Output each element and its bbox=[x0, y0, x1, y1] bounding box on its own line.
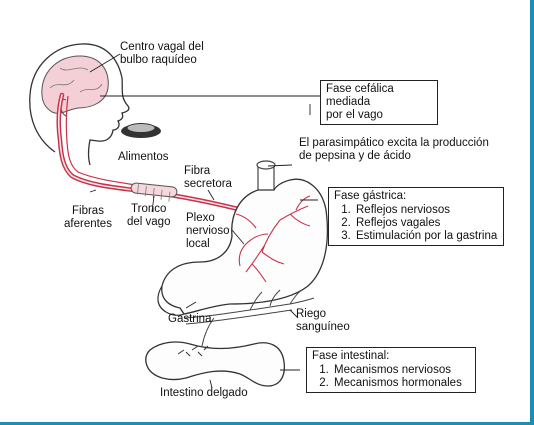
label-line: aferentes bbox=[64, 218, 112, 230]
esophagus bbox=[257, 166, 275, 190]
box-fase-intestinal: Fase intestinal: Mecanismos nerviosos Me… bbox=[306, 347, 476, 393]
gastrica-list: Reflejos nerviosos Reflejos vagales Esti… bbox=[334, 204, 498, 243]
box-parasimpatico: El parasimpático excita la producción de… bbox=[294, 135, 502, 165]
brain-folds bbox=[49, 67, 103, 93]
afferent-fiber bbox=[65, 95, 151, 188]
label-tronco-vago: Tronco del vago bbox=[127, 203, 170, 229]
label-centro-vagal: Centro vagal del bulbo raquídeo bbox=[120, 41, 204, 67]
label-fibras-aferentes: Fibras aferentes bbox=[64, 205, 112, 231]
label-line: Tronco bbox=[131, 203, 167, 215]
list-item: Reflejos nerviosos bbox=[354, 204, 498, 217]
box-line: Fase cefálica mediada bbox=[326, 83, 394, 108]
list-item: Reflejos vagales bbox=[354, 217, 498, 230]
intestinal-list: Mecanismos nerviosos Mecanismos hormonal… bbox=[312, 364, 470, 390]
blood-vessels bbox=[183, 289, 315, 347]
label-alimentos: Alimentos bbox=[118, 151, 169, 163]
label-plexo: Plexo nervioso local bbox=[186, 212, 229, 251]
stomach bbox=[161, 178, 329, 315]
label-line: Centro vagal del bbox=[120, 41, 204, 53]
list-item: Estimulación por la gastrina bbox=[354, 230, 498, 243]
box-title: Fase intestinal: bbox=[312, 350, 390, 362]
label-line: secretora bbox=[184, 178, 232, 190]
box-fase-gastrica: Fase gástrica: Reflejos nerviosos Reflej… bbox=[328, 187, 504, 246]
list-item: Mecanismos hormonales bbox=[332, 377, 470, 390]
label-line: bulbo raquídeo bbox=[120, 54, 197, 66]
label-intestino: Intestino delgado bbox=[160, 387, 248, 399]
box-line: El parasimpático excita la producción bbox=[299, 137, 489, 149]
list-item: Mecanismos nerviosos bbox=[332, 364, 470, 377]
label-line: del vago bbox=[127, 216, 171, 228]
label-line: Riego bbox=[296, 308, 327, 320]
label-line: Fibras bbox=[72, 205, 104, 217]
label-line: Plexo bbox=[186, 212, 215, 224]
label-line: Fibra bbox=[184, 165, 211, 177]
leader-lines bbox=[89, 53, 320, 389]
small-intestine bbox=[145, 341, 286, 387]
box-line: por el vago bbox=[326, 109, 383, 121]
intestine-vessels bbox=[177, 345, 209, 357]
label-riego: Riego sanguíneo bbox=[296, 308, 350, 334]
brain-shape bbox=[41, 55, 109, 114]
label-line: sanguíneo bbox=[296, 321, 350, 333]
box-line: de pepsina y de ácido bbox=[299, 150, 411, 162]
label-gastrina: Gastrina bbox=[168, 313, 212, 325]
label-fibra-secretora: Fibra secretora bbox=[184, 165, 232, 191]
box-title: Fase gástrica: bbox=[334, 190, 407, 202]
nerve-branches bbox=[235, 195, 311, 283]
label-line: nervioso bbox=[186, 225, 230, 237]
head-outline bbox=[29, 43, 130, 166]
box-fase-cefalica: Fase cefálica mediada por el vago bbox=[320, 80, 438, 125]
label-line: local bbox=[186, 238, 210, 250]
